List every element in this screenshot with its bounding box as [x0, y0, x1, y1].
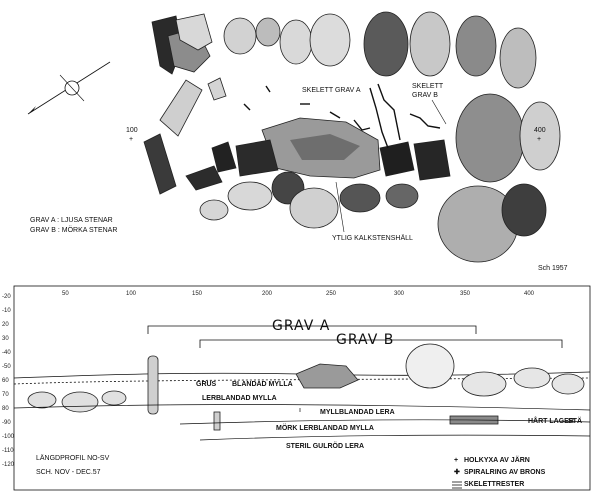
layer-sta: STÄ [568, 417, 582, 425]
y-tick: 70 [2, 392, 9, 398]
x-tick: 100 [126, 291, 137, 297]
marker-400-plus: + [537, 136, 541, 143]
marker-400-label: 400 [534, 127, 546, 134]
layer-grus: GRUS [196, 381, 217, 388]
x-tick: 50 [62, 291, 69, 297]
x-tick: 350 [460, 291, 471, 297]
top-stones [223, 11, 537, 89]
legend-skelett-icon [452, 481, 462, 489]
x-tick: 300 [394, 291, 405, 297]
marker-100-plus: + [129, 136, 133, 143]
label-skelett-grav-b-line2: GRAV B [412, 92, 438, 99]
y-tick: -120 [2, 462, 15, 468]
label-skelett-grav-a: SKELETT GRAV A [302, 87, 361, 94]
profile-legend: + HOLKYXA AV JÄRN ✚ SPIRALRING AV BRONS … [452, 456, 546, 489]
y-tick: 60 [2, 378, 9, 384]
marker-100-label: 100 [126, 127, 138, 134]
label-kalkstenshall: YTLIG KALKSTENSHÄLL [332, 234, 413, 242]
legend-skelettrester: SKELETTRESTER [464, 481, 524, 488]
layer-blandad-mylla: BLANDAD MYLLA [232, 381, 293, 388]
x-axis: 50 100 150 200 250 300 350 400 [62, 291, 535, 297]
legend-holkyxa-icon: + [454, 457, 458, 464]
label-skelett-grav-b-line1: SKELETT [412, 83, 444, 90]
profile-view: 50 100 150 200 250 300 350 400 -20 -10 2… [2, 285, 591, 491]
legend-holkyxa: HOLKYXA AV JÄRN [464, 456, 530, 464]
x-tick: 400 [524, 291, 535, 297]
y-tick: -100 [2, 434, 15, 440]
layer-steril-gulrod-lera: STERIL GULRÖD LERA [286, 441, 364, 450]
plan-signature: Sch 1957 [538, 265, 568, 272]
label-grav-a: GRAV A [272, 318, 330, 334]
right-stones [437, 93, 561, 263]
y-tick: -10 [2, 308, 11, 314]
layer-myllblandad-lera: MYLLBLANDAD LERA [320, 409, 395, 416]
y-tick: 30 [2, 336, 9, 342]
x-tick: 250 [326, 291, 337, 297]
y-axis: -20 -10 20 30 -40 -50 60 70 80 -90 -100 … [2, 294, 15, 468]
limestone-slab [235, 117, 451, 181]
layer-hart-lager: HÅRT LAGER [528, 416, 574, 425]
left-stones [143, 13, 237, 195]
x-tick: 200 [262, 291, 273, 297]
north-arrow-icon [27, 61, 111, 115]
y-tick: -20 [2, 294, 11, 300]
layer-mork-lerblandad-mylla: MÖRK LERBLANDAD MYLLA [276, 423, 374, 432]
y-tick: -90 [2, 420, 11, 426]
profile-subtitle: SCH. NOV - DEC.57 [36, 469, 101, 476]
y-tick: -50 [2, 364, 11, 370]
legend-grav-b: GRAV B : MÖRKA STENAR [30, 226, 117, 234]
skeleton-marks [243, 83, 441, 149]
y-tick: -110 [2, 448, 14, 454]
label-grav-b: GRAV B [336, 332, 394, 348]
profile-title: LÄNGDPROFIL NO-SV [36, 454, 110, 462]
plan-view: SKELETT GRAV A SKELETT GRAV B 100 + 400 … [27, 11, 568, 272]
grave-extents [147, 325, 563, 348]
legend-spiralring-icon: ✚ [454, 468, 460, 476]
y-tick: 80 [2, 406, 9, 412]
y-tick: 20 [2, 322, 9, 328]
profile-stones [27, 343, 585, 431]
layer-lerblandad-mylla: LERBLANDAD MYLLA [202, 395, 277, 402]
bottom-stones [199, 171, 419, 229]
legend-spiralring: SPIRALRING AV BRONS [464, 469, 546, 476]
x-tick: 150 [192, 291, 203, 297]
profile-layers [13, 404, 591, 441]
y-tick: -40 [2, 350, 11, 356]
legend-grav-a: GRAV A : LJUSA STENAR [30, 217, 113, 224]
